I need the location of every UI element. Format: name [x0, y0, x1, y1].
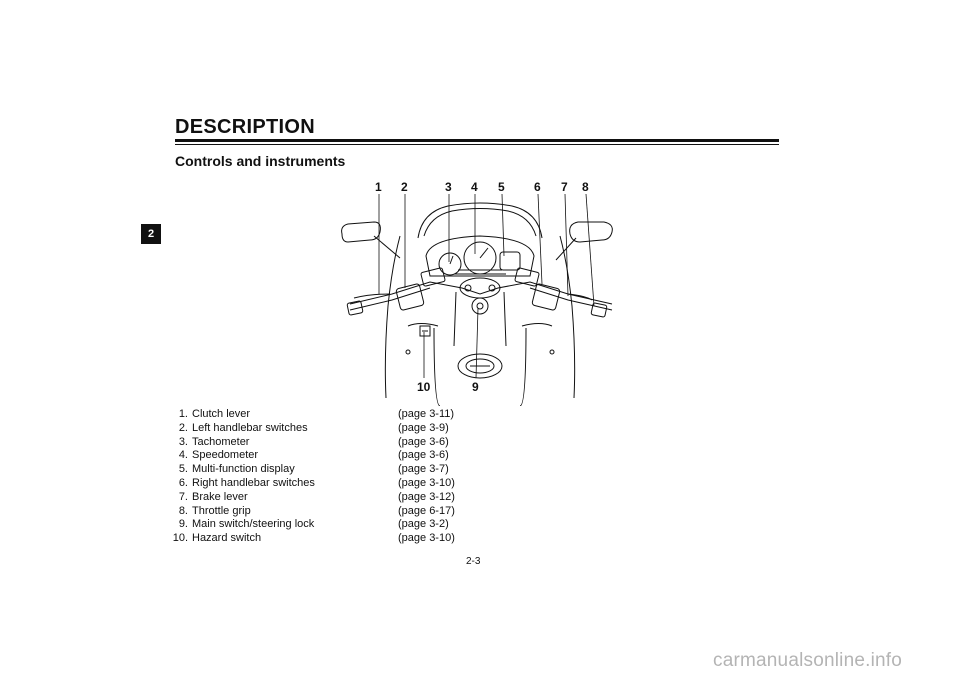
legend-page-ref: (page 3-10)	[398, 532, 455, 545]
throttle-grip	[590, 302, 608, 318]
legend-label: Hazard switch	[192, 532, 262, 545]
legend-row: 9. Main switch/steering lock (page 3-2)	[170, 518, 488, 532]
instrument-cluster	[425, 235, 535, 277]
legend-number: 5.	[178, 463, 188, 476]
right-switch-housing	[531, 283, 561, 311]
legend-page-ref: (page 3-11)	[398, 408, 455, 420]
page-number: 2-3	[466, 556, 481, 567]
left-switch-housing	[395, 283, 425, 311]
legend-number: 6.	[178, 476, 188, 489]
legend-number: 1.	[178, 408, 188, 420]
legend-page-ref: (page 3-6)	[398, 435, 449, 448]
chapter-tab: 2	[141, 224, 161, 244]
tachometer-dial	[438, 252, 462, 276]
right-fairing	[559, 235, 576, 399]
legend-label: Multi-function display	[192, 463, 295, 476]
page-title: DESCRIPTION	[175, 116, 315, 138]
handlebar	[349, 281, 613, 305]
legend-number: 2.	[178, 421, 188, 434]
callout-10: 10	[417, 380, 431, 394]
legend-row: 10. Hazard switch (page 3-10)	[170, 532, 488, 546]
legend-label: Speedometer	[192, 449, 259, 462]
legend-number: 10.	[172, 532, 188, 545]
legend-label: Main switch/steering lock	[192, 518, 315, 531]
main-switch	[471, 297, 489, 315]
legend-row: 2. Left handlebar switches (page 3-9)	[170, 422, 488, 436]
brake-lever	[567, 293, 593, 301]
parts-legend: 1. Clutch lever (page 3-11) 2. Left hand…	[170, 408, 488, 546]
legend-page-ref: (page 3-2)	[398, 518, 449, 531]
legend-row: 8. Throttle grip (page 6-17)	[170, 505, 488, 519]
legend-number: 7.	[178, 490, 188, 503]
fuel-tank	[433, 327, 527, 406]
title-rule-thin	[175, 144, 779, 145]
callout-3: 3	[445, 180, 452, 194]
legend-number: 9.	[178, 518, 188, 531]
hazard-switch	[419, 325, 431, 337]
section-heading: Controls and instruments	[175, 153, 346, 169]
legend-page-ref: (page 3-6)	[398, 449, 449, 462]
legend-number: 3.	[178, 435, 188, 448]
legend-label: Tachometer	[192, 435, 250, 448]
legend-row: 7. Brake lever (page 3-12)	[170, 491, 488, 505]
motorcycle-cockpit-drawing: 1 2 3 4 5 6 7 8 10 9	[341, 180, 613, 406]
legend-page-ref: (page 3-10)	[398, 476, 455, 489]
callout-6: 6	[534, 180, 541, 194]
legend-page-ref: (page 3-7)	[398, 463, 449, 476]
legend-label: Brake lever	[192, 490, 248, 503]
legend-row: 6. Right handlebar switches (page 3-10)	[170, 477, 488, 491]
callout-5: 5	[498, 180, 505, 194]
legend-label: Clutch lever	[192, 408, 251, 420]
legend-number: 4.	[178, 449, 188, 462]
left-grip-end	[346, 300, 364, 316]
fuel-cap	[457, 353, 503, 379]
watermark: carmanualsonline.info	[713, 650, 903, 671]
legend-page-ref: (page 3-9)	[398, 421, 449, 434]
multi-function-display	[499, 251, 521, 271]
controls-illustration: 1 2 3 4 5 6 7 8 10 9	[330, 176, 630, 406]
callout-1: 1	[375, 180, 382, 194]
legend-row: 5. Multi-function display (page 3-7)	[170, 463, 488, 477]
callout-4: 4	[471, 180, 478, 194]
legend-label: Right handlebar switches	[192, 476, 315, 489]
callout-8: 8	[582, 180, 589, 194]
top-triple-clamp	[459, 277, 501, 299]
right-mirror	[569, 221, 613, 243]
title-rule-thick	[175, 139, 779, 142]
windscreen	[417, 202, 543, 239]
legend-page-ref: (page 6-17)	[398, 504, 455, 517]
legend-row: 1. Clutch lever (page 3-11)	[170, 408, 488, 422]
left-mirror	[341, 221, 381, 243]
legend-number: 8.	[178, 504, 188, 517]
callout-2: 2	[401, 180, 408, 194]
legend-row: 3. Tachometer (page 3-6)	[170, 436, 488, 450]
clutch-lever	[353, 293, 391, 299]
callout-7: 7	[561, 180, 568, 194]
callout-9: 9	[472, 380, 479, 394]
legend-page-ref: (page 3-12)	[398, 490, 455, 503]
left-fairing	[384, 235, 401, 399]
legend-label: Throttle grip	[192, 504, 251, 517]
legend-label: Left handlebar switches	[192, 421, 308, 434]
legend-row: 4. Speedometer (page 3-6)	[170, 449, 488, 463]
